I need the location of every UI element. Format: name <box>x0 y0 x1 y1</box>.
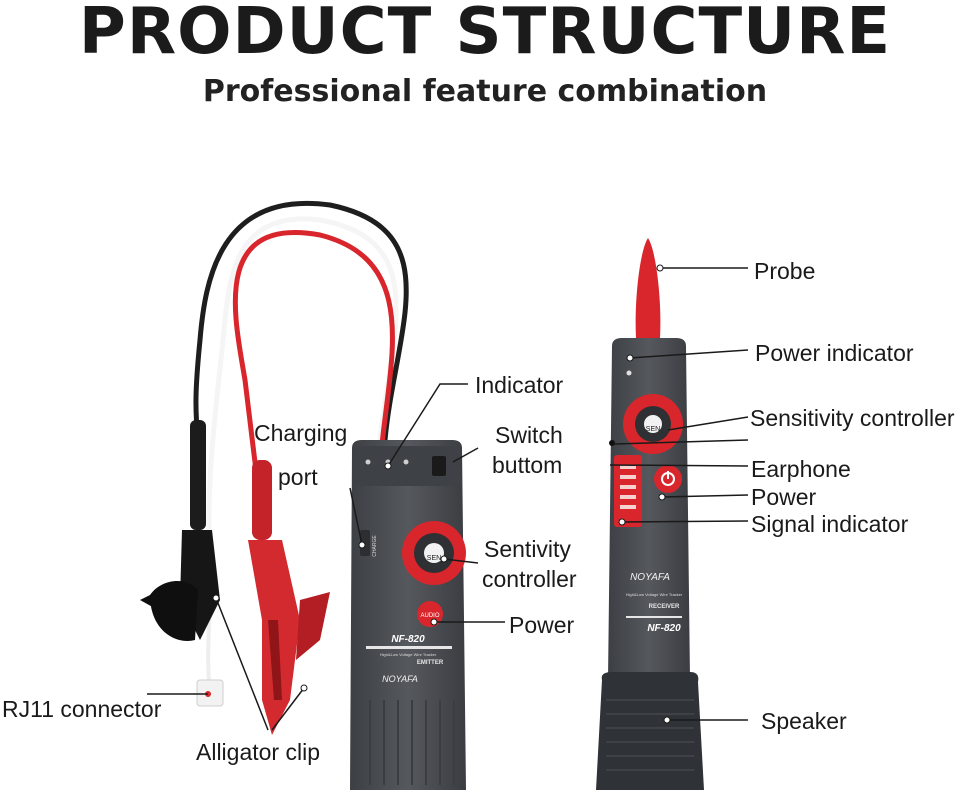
receiver-device <box>596 238 704 790</box>
page-title: PRODUCT STRUCTURE <box>78 0 892 69</box>
label-earphone: Earphone <box>751 456 851 482</box>
emitter-unit-label: EMITTER <box>417 660 444 666</box>
page-subtitle: Professional feature combination <box>202 74 768 109</box>
emitter-knob-text: SEN <box>427 555 441 562</box>
label-power-indicator: Power indicator <box>755 340 914 366</box>
label-charging-line1: Charging <box>254 420 348 446</box>
receiver-model: NF-820 <box>647 623 681 634</box>
test-leads <box>193 200 409 692</box>
label-power-emitter: Power <box>509 612 575 638</box>
receiver-knob-text: SEN <box>646 426 660 433</box>
label-indicator: Indicator <box>475 372 564 398</box>
emitter-device <box>350 440 466 790</box>
label-charging-line2: port <box>278 464 318 490</box>
label-switch-line2: buttom <box>492 452 563 478</box>
red-lead-wire <box>232 230 395 523</box>
label-rj11-connector: RJ11 connector <box>2 696 162 722</box>
black-alligator-clip <box>140 420 220 641</box>
emitter-charge-text: CHARGE <box>372 535 378 557</box>
receiver-brand: NOYAFA <box>630 572 670 583</box>
leader-dots <box>212 264 671 724</box>
leader-lines <box>147 267 749 731</box>
receiver-unit-label: RECEIVER <box>649 604 680 610</box>
emitter-brand: NOYAFA <box>382 674 418 684</box>
label-sensitivity-controller: Sensitivity controller <box>750 405 955 431</box>
label-alligator-clip: Alligator clip <box>196 739 320 765</box>
black-lead-wire <box>193 200 409 443</box>
label-signal-indicator: Signal indicator <box>751 511 909 537</box>
rj11-connector <box>196 679 224 707</box>
label-sentivity-line1: Sentivity <box>484 536 571 562</box>
label-sentivity-line2: controller <box>482 566 577 592</box>
receiver-series: High&Low Voltage Wire Tracker <box>626 592 683 597</box>
label-probe: Probe <box>754 258 816 284</box>
emitter-series: High&Low Voltage Wire Tracker <box>380 652 437 657</box>
label-power-receiver: Power <box>751 484 817 510</box>
emitter-audio-text: AUDIO <box>420 613 439 619</box>
label-switch-line1: Switch <box>495 422 563 448</box>
red-alligator-clip <box>248 460 330 735</box>
emitter-model: NF-820 <box>391 634 425 645</box>
white-lead-wire <box>206 216 399 563</box>
label-speaker: Speaker <box>761 708 847 734</box>
